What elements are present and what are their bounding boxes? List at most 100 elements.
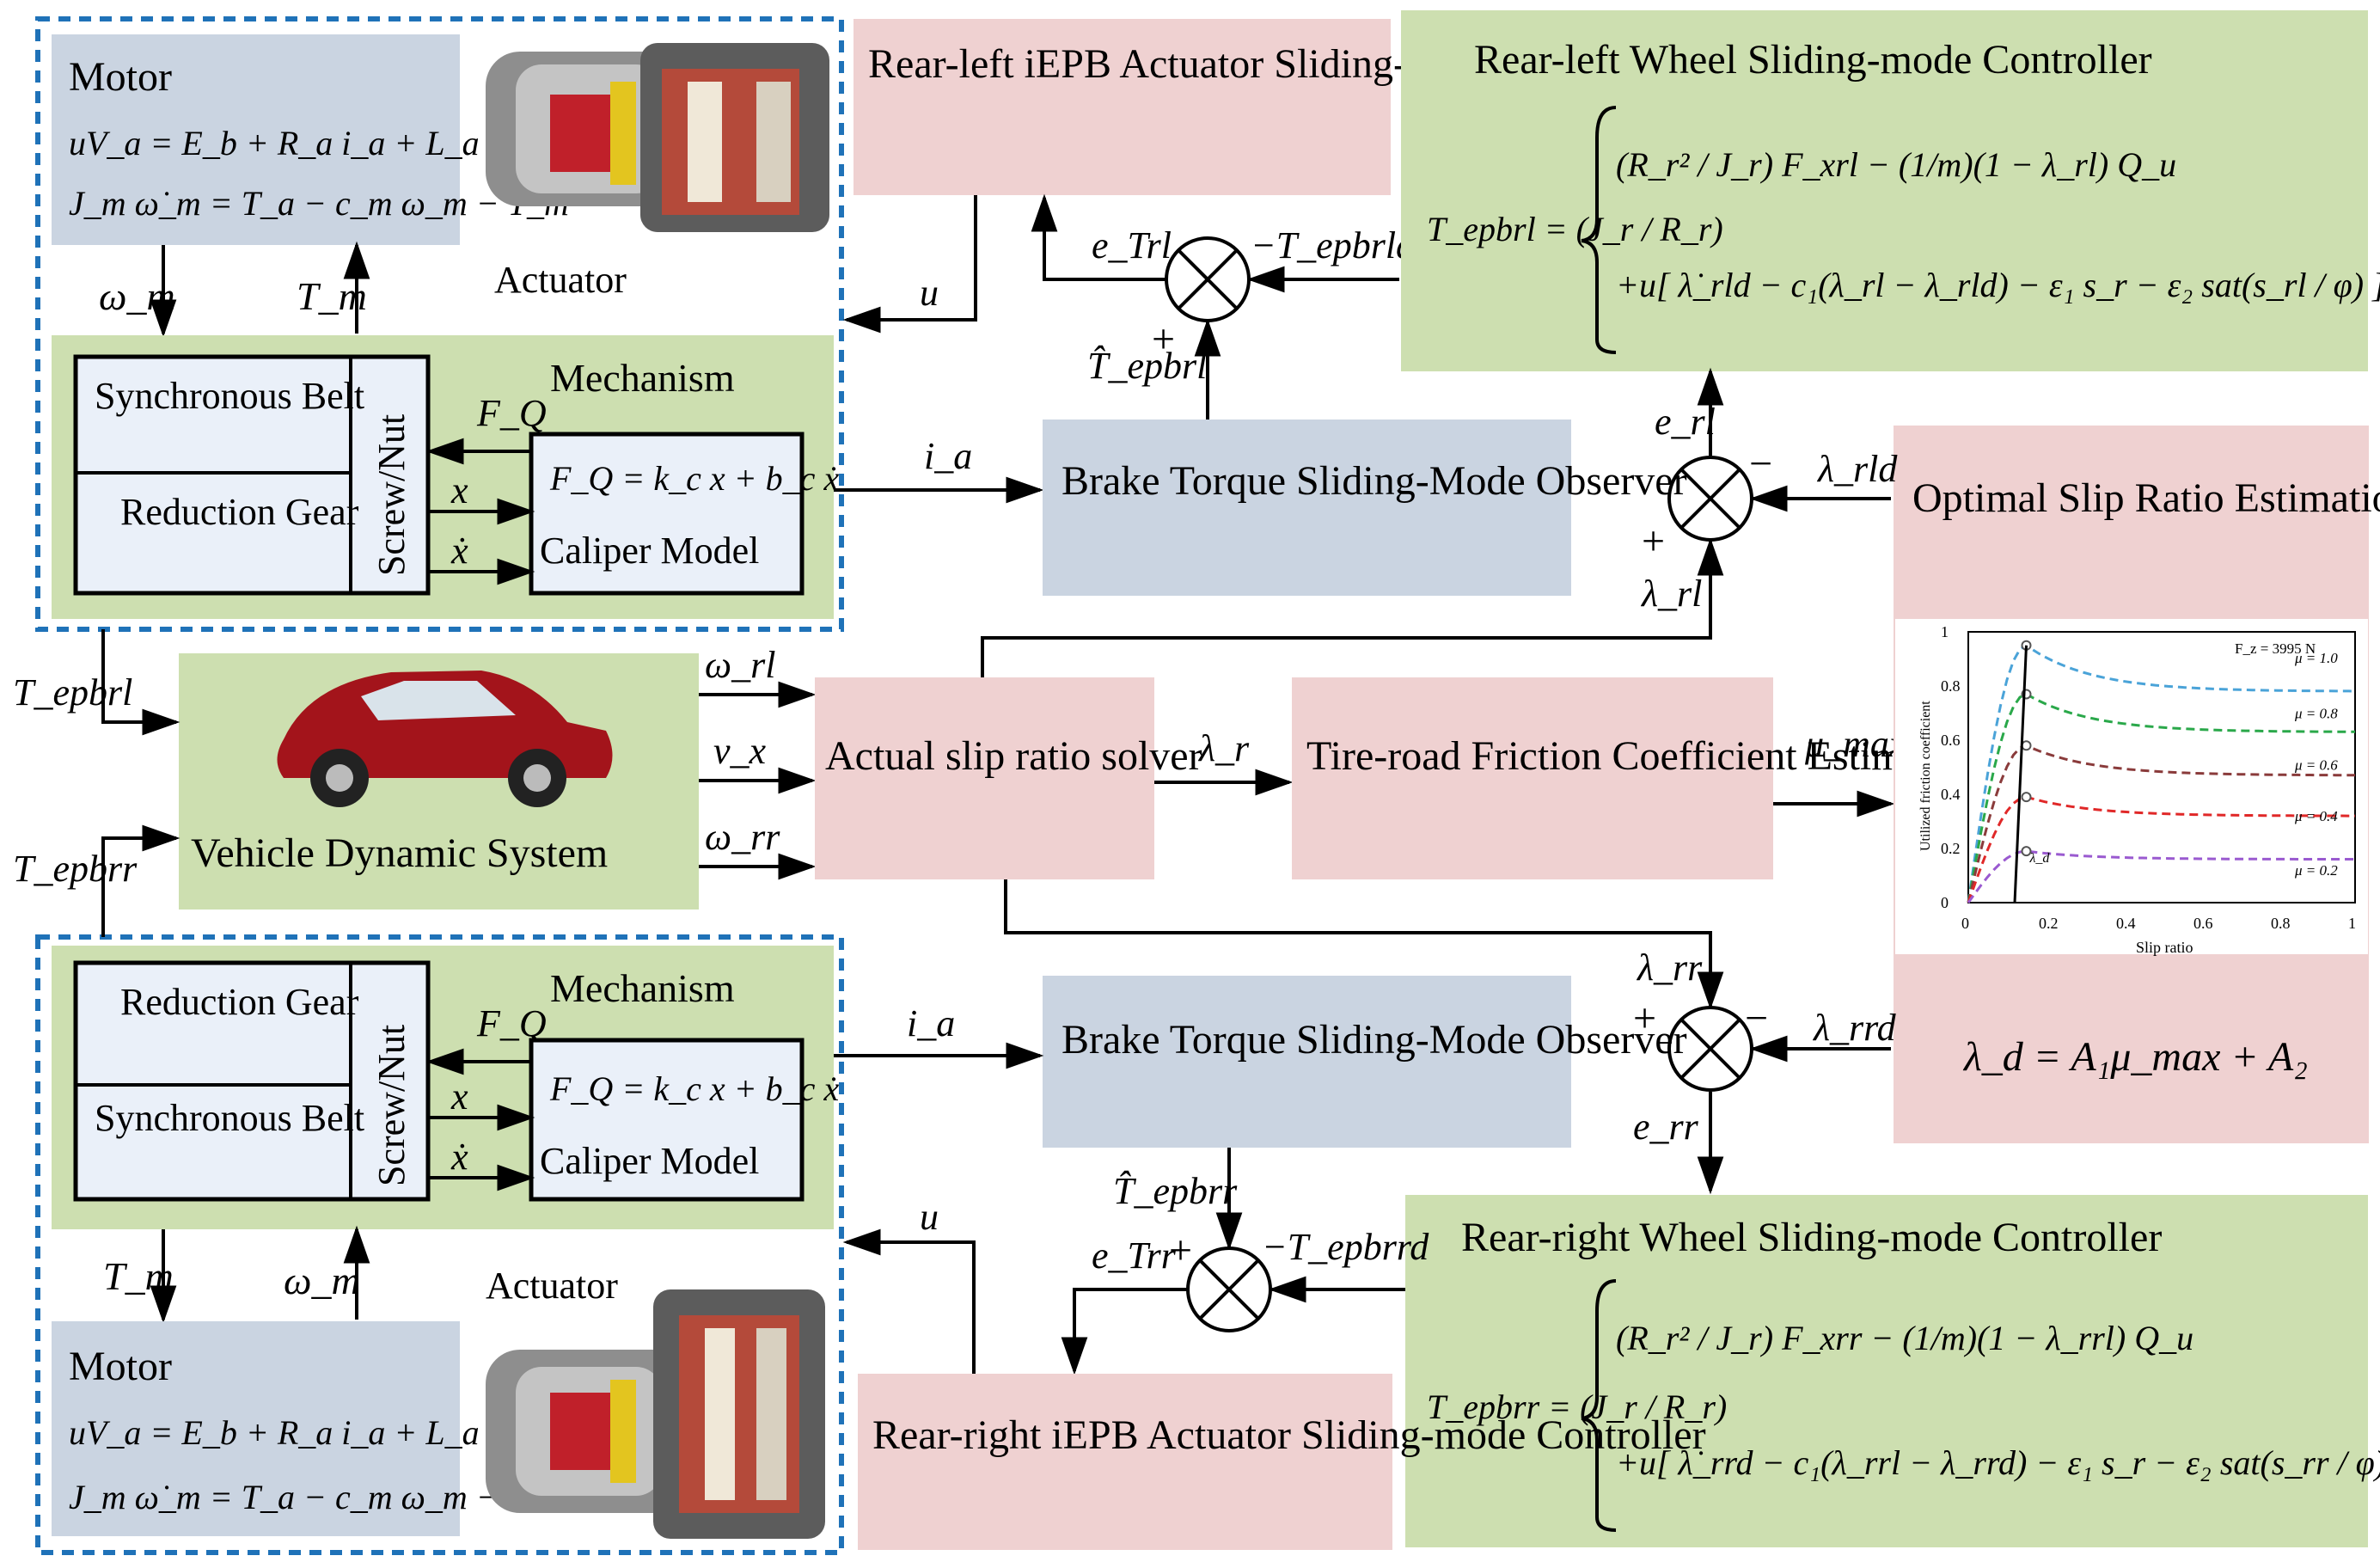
bottom-mechanism-label: Mechanism bbox=[550, 966, 735, 1010]
lambda-rr-wire bbox=[1004, 879, 1724, 1010]
top-caliper-block bbox=[529, 432, 805, 596]
ia-bottom-label: i_a bbox=[907, 1002, 955, 1044]
mu-chart-curve-label: μ = 0.8 bbox=[2294, 705, 2338, 721]
mu-chart-plot-area bbox=[1967, 631, 2356, 903]
T-epbrl-wire bbox=[101, 629, 180, 736]
rl-actuator-controller-box bbox=[853, 19, 1391, 195]
optimal-slip-title: Optimal Slip Ratio Estimation bbox=[1912, 475, 2380, 521]
lambda-r-label: λ_r bbox=[1197, 727, 1250, 769]
mu-chart-curve bbox=[1967, 849, 2355, 903]
observer-top-box bbox=[1043, 420, 1571, 596]
mu-chart-ytick: 1 bbox=[1941, 623, 1949, 640]
rr-wheel-controller-brace bbox=[1581, 1279, 1617, 1532]
top-actuator-illustration bbox=[486, 43, 829, 232]
mu-chart-curve-label: μ = 0.6 bbox=[2294, 756, 2338, 773]
ia-top-label: i_a bbox=[924, 435, 972, 477]
top-caliper-label: Caliper Model bbox=[540, 530, 759, 572]
mu-chart-fz-label: F_z = 3995 N bbox=[2235, 640, 2316, 657]
e-Trr-label: e_Trr bbox=[1092, 1234, 1177, 1277]
e-rr-label: e_rr bbox=[1633, 1106, 1699, 1148]
mu-chart-ytick: 0.8 bbox=[1941, 677, 1961, 695]
car-illustration bbox=[277, 671, 613, 807]
mu-chart-xlabel: Slip ratio bbox=[2136, 939, 2193, 956]
mu-chart-ytick: 0.4 bbox=[1941, 786, 1961, 803]
mu-chart-xtick: 0.8 bbox=[2271, 915, 2291, 932]
mu-max-label: μ_max bbox=[1804, 723, 1906, 765]
bottom-actuator-dashed-border bbox=[35, 934, 844, 1555]
rl-wheel-controller-line2: +u[ λ̇_rld − c₁(λ_rl − λ_rld) − ε₁ s_r −… bbox=[1616, 266, 2380, 304]
T-epbrld-label: −T_epbrld bbox=[1251, 224, 1416, 266]
vehicle-label: Vehicle Dynamic System bbox=[191, 830, 608, 876]
rl-wheel-controller-title: Rear-left Wheel Sliding-mode Controller bbox=[1474, 37, 2152, 83]
rr-wheel-controller-lhs: T_epbrr = (J_r / R_r) bbox=[1427, 1387, 1727, 1426]
top-block2-label: Reduction Gear bbox=[120, 491, 359, 533]
u-bottom-wire bbox=[842, 1228, 976, 1374]
bottom-block1-label: Reduction Gear bbox=[120, 981, 359, 1023]
rr-actuator-controller-label: Rear-right iEPB Actuator Sliding-mode Co… bbox=[872, 1412, 1706, 1458]
omega-rr-label: ω_rr bbox=[705, 816, 780, 858]
mu-chart-xtick: 0.2 bbox=[2039, 915, 2059, 932]
top-block1-label: Synchronous Belt bbox=[95, 375, 364, 417]
mu-chart-curve-label: μ = 1.0 bbox=[2294, 650, 2338, 666]
mu-chart-curve bbox=[1967, 744, 2355, 903]
mu-chart-ylabel: Utilized friction coefficient bbox=[1918, 701, 1933, 851]
friction-estimation-box bbox=[1292, 677, 1773, 879]
bottom-caliper-eq: F_Q = k_c x + b_c ẋ bbox=[549, 1069, 839, 1108]
lambda-rld-label: λ_rld bbox=[1816, 448, 1898, 490]
mu-chart-peak-point bbox=[2021, 792, 2032, 803]
bottom-motor-eq2: J_m ω̇_m = T_a − c_m ω_m − T_m bbox=[69, 1478, 569, 1516]
That-rl-plus: + bbox=[1152, 316, 1175, 362]
lambda-rl-plus: + bbox=[1642, 518, 1665, 564]
top-mechanism-label: Mechanism bbox=[550, 356, 735, 400]
bottom-xdot-label: ẋ bbox=[450, 1136, 468, 1178]
That-rl-label: T̂_epbrl bbox=[1087, 345, 1207, 387]
observer-top-label: Brake Torque Sliding-Mode Observer bbox=[1062, 458, 1687, 504]
bottom-x-label: x bbox=[450, 1075, 468, 1118]
mu-chart-xtick: 0.6 bbox=[2193, 915, 2213, 932]
top-screw-nut-label: Screw/Nut bbox=[370, 414, 413, 576]
mu-chart-ytick: 0.2 bbox=[1941, 840, 1961, 857]
mu-chart-lambda-d-label: λ_d bbox=[2029, 851, 2051, 866]
optimal-slip-formula: λ_d = A₁μ_max + A₂ bbox=[1962, 1034, 2308, 1080]
top-actuator-dashed-border bbox=[35, 16, 844, 632]
T-epbrrd-label: −T_epbrrd bbox=[1262, 1226, 1429, 1268]
bottom-caliper-block bbox=[529, 1038, 805, 1202]
T-epbrl-label: T_epbrl bbox=[13, 671, 132, 714]
top-FQ-label: F_Q bbox=[476, 392, 547, 434]
That-rr-plus: + bbox=[1169, 1228, 1192, 1273]
rl-wheel-controller-box bbox=[1401, 10, 2368, 371]
u-top-wire bbox=[842, 195, 977, 334]
mu-chart-curve bbox=[1967, 795, 2355, 903]
bottom-motor-box bbox=[52, 1321, 460, 1536]
mu-chart-curve bbox=[1967, 692, 2355, 903]
top-motor-title: Motor bbox=[69, 54, 172, 100]
rl-wheel-controller-lhs: T_epbrl = (J_r / R_r) bbox=[1427, 210, 1723, 248]
bottom-actuator-illustration bbox=[486, 1289, 825, 1539]
rr-wheel-controller-box bbox=[1405, 1195, 2368, 1547]
slip-solver-label: Actual slip ratio solver bbox=[825, 733, 1202, 779]
top-caliper-eq: F_Q = k_c x + b_c ẋ bbox=[549, 459, 839, 498]
mu-chart-lambda-d-line bbox=[2013, 645, 2028, 903]
mu-chart-ytick: 0.6 bbox=[1941, 732, 1961, 749]
observer-bottom-label: Brake Torque Sliding-Mode Observer bbox=[1062, 1017, 1687, 1063]
top-belt-gear-block bbox=[73, 354, 431, 596]
T-epbrr-label: T_epbrr bbox=[13, 848, 138, 890]
mu-chart-peak-point bbox=[2021, 846, 2032, 857]
mu-chart-curve bbox=[1967, 644, 2356, 903]
top-omega-m-label: ω_m bbox=[99, 274, 175, 318]
e-Trl-wire bbox=[1031, 193, 1166, 281]
That-rr-label: T̂_epbrr bbox=[1113, 1170, 1238, 1212]
lambda-rrd-minus: − bbox=[1745, 995, 1768, 1041]
vx-label: v_x bbox=[713, 730, 767, 772]
lambda-rl-label: λ_rl bbox=[1640, 573, 1702, 615]
e-Trr-wire bbox=[1061, 1288, 1188, 1375]
slip-solver-box bbox=[815, 677, 1154, 879]
mu-chart-xtick: 0.4 bbox=[2116, 915, 2136, 932]
bottom-motor-title: Motor bbox=[69, 1344, 172, 1389]
observer-bottom-box bbox=[1043, 976, 1571, 1148]
e-rl-label: e_rl bbox=[1655, 401, 1716, 443]
mu-chart-xtick: 0 bbox=[1961, 915, 1969, 932]
friction-estimation-label: Tire-road Friction Coefficient Estimatio… bbox=[1306, 733, 1986, 779]
rr-actuator-controller-box bbox=[858, 1374, 1392, 1550]
